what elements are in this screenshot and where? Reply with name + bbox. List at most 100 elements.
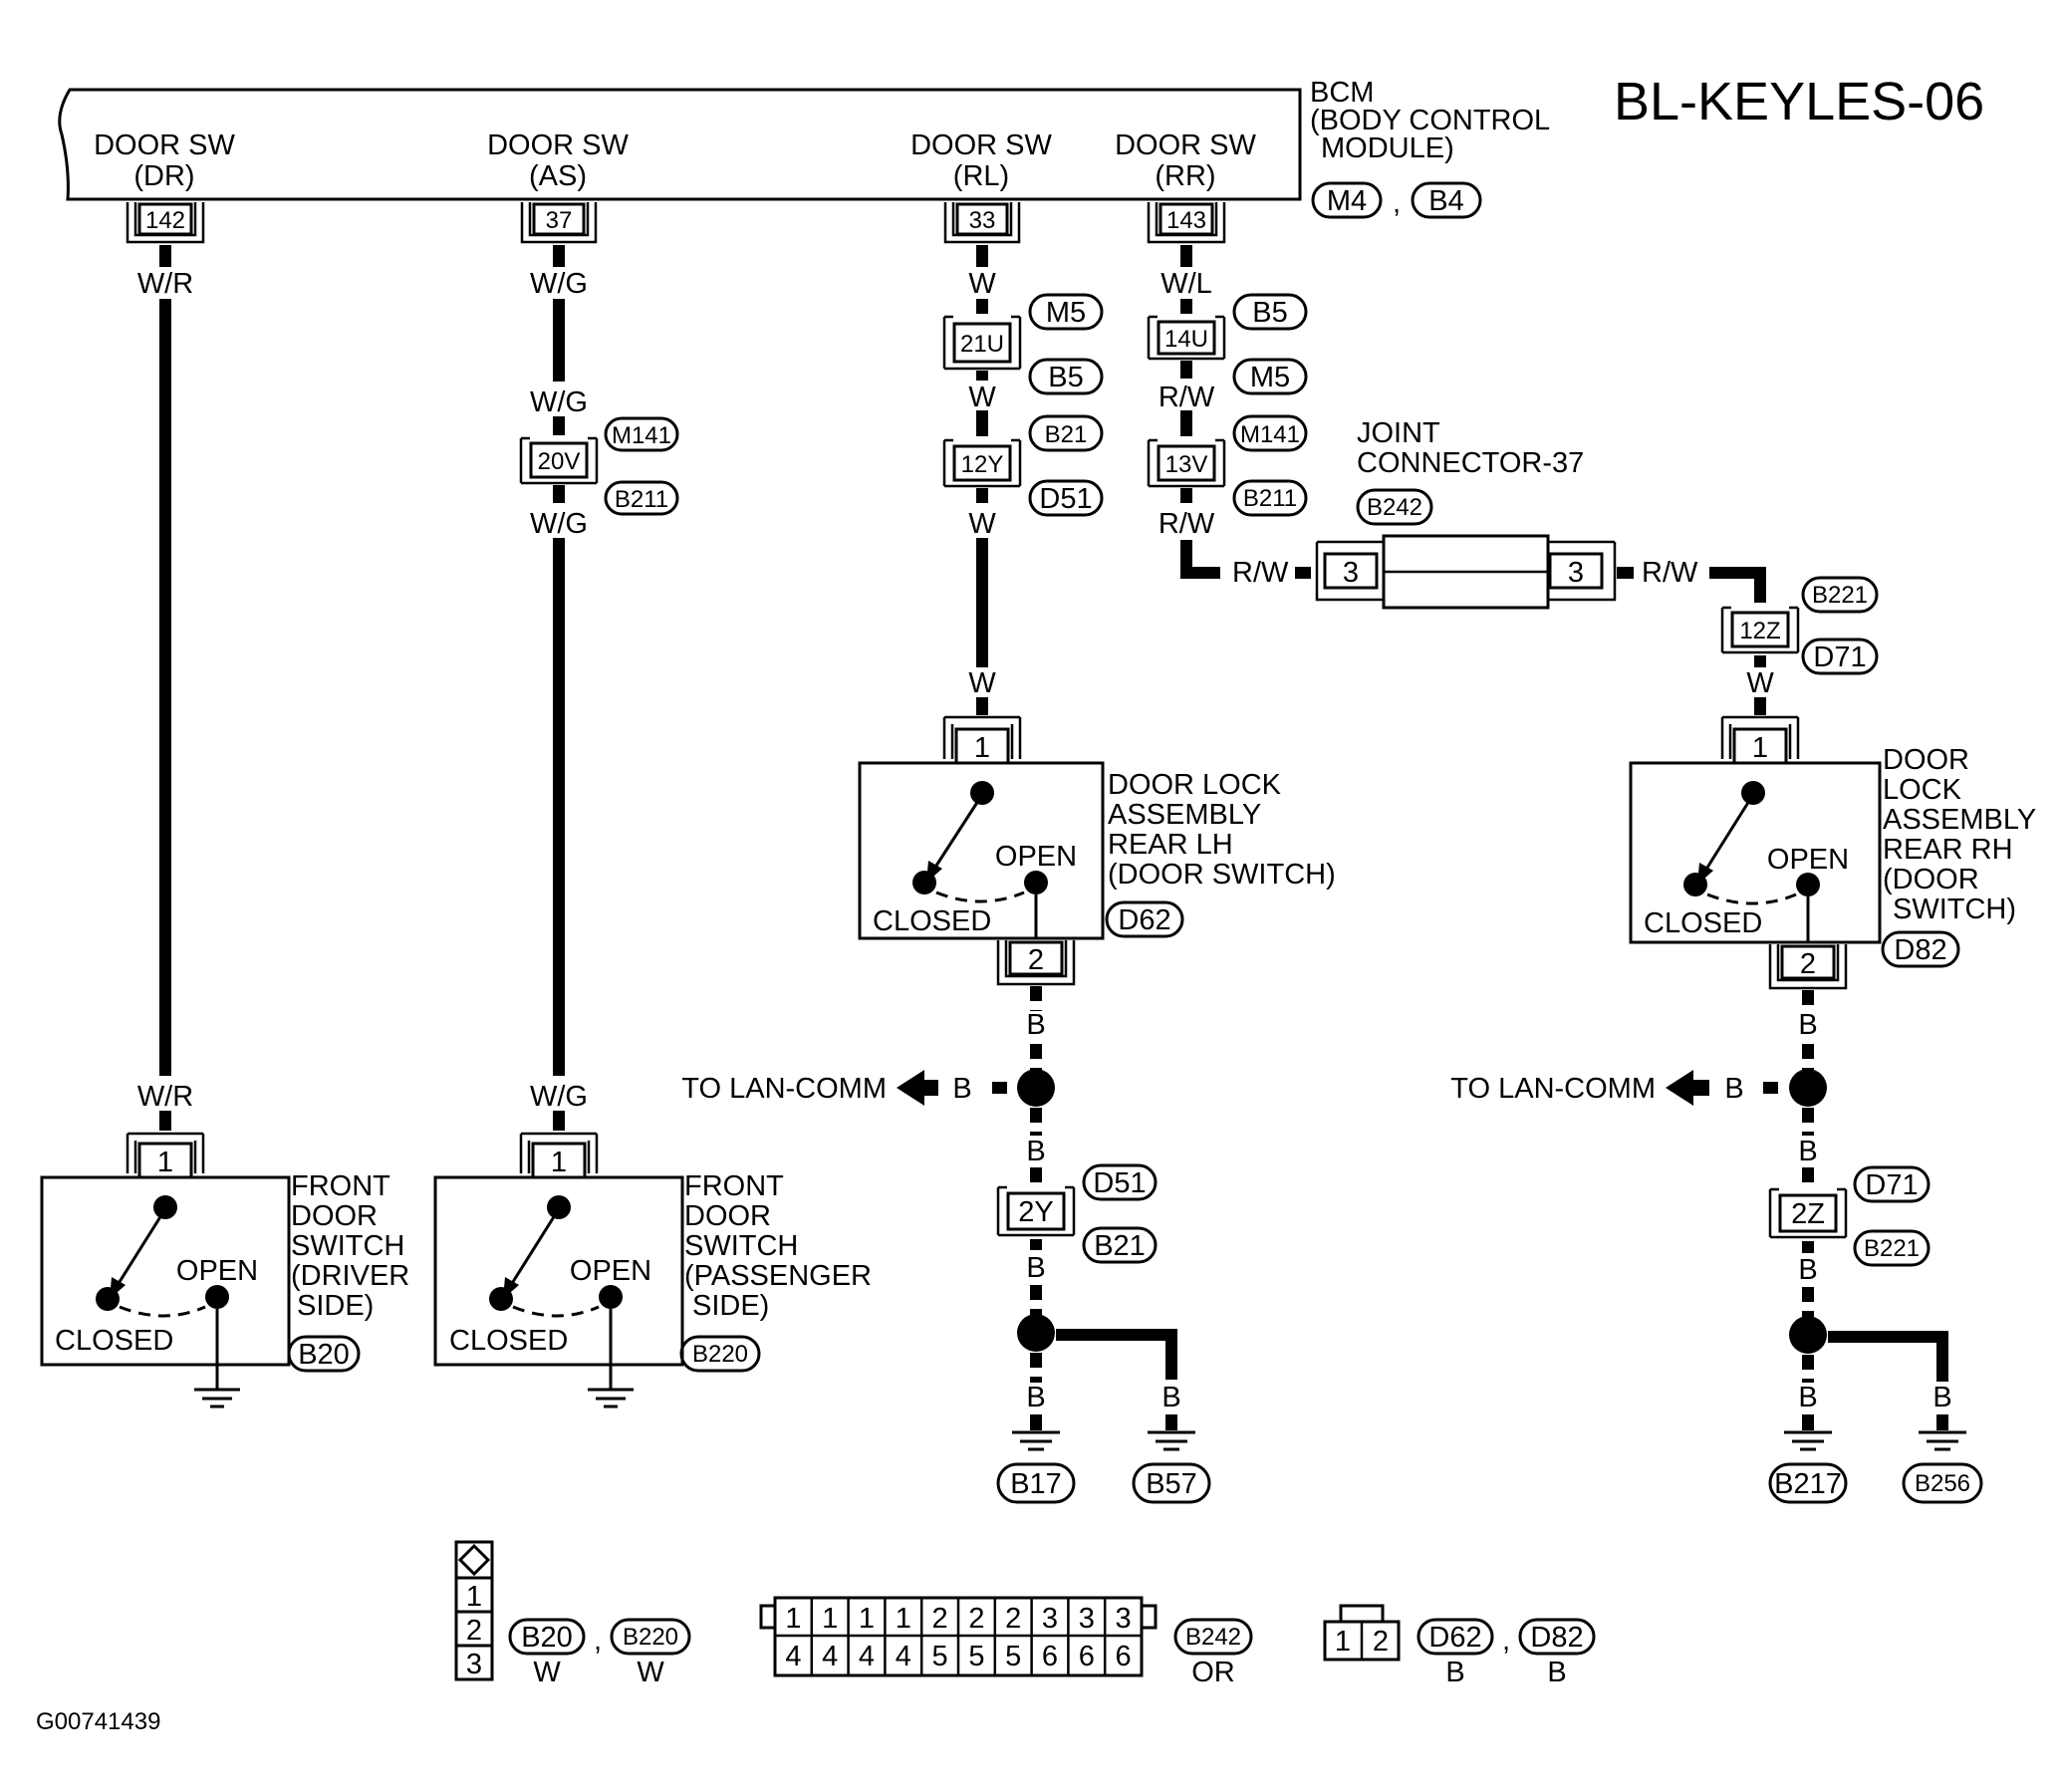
bcm-input-dr: DOOR SW	[94, 129, 235, 161]
svg-text:REAR LH: REAR LH	[1108, 829, 1233, 861]
wire-color-as-4: W/G	[530, 1081, 588, 1113]
wire-color-rl-3: W	[968, 508, 996, 540]
svg-text:DOOR LOCK: DOOR LOCK	[1108, 769, 1282, 801]
front-door-switch-passenger: 1 OPEN CLOSED FRONT DOOR SWITCH (PASSENG…	[433, 1132, 872, 1408]
wire-color-dr-lower: W/R	[137, 1081, 193, 1113]
svg-text:B: B	[1026, 1382, 1045, 1413]
svg-text:1: 1	[157, 1147, 173, 1178]
svg-text:(PASSENGER: (PASSENGER	[684, 1260, 872, 1292]
svg-text:2: 2	[1373, 1626, 1389, 1658]
door-lock-assembly-rear-lh: 1 OPEN CLOSED DOOR LOCK ASSEMBLY REAR LH…	[858, 715, 1336, 986]
svg-text:B: B	[1445, 1657, 1464, 1688]
wire-rl: W W W W	[968, 245, 996, 715]
joint-label-2: CONNECTOR-37	[1357, 447, 1584, 479]
svg-text:DOOR: DOOR	[1883, 744, 1969, 776]
svg-text:W: W	[637, 1657, 664, 1688]
svg-text:OPEN: OPEN	[995, 841, 1077, 873]
conn20-pin-bottom: 5	[1005, 1641, 1021, 1672]
svg-text:2Z: 2Z	[1791, 1198, 1825, 1230]
wire-color-rl: W	[968, 268, 996, 300]
svg-text:37: 37	[546, 207, 573, 234]
svg-text:143: 143	[1166, 207, 1206, 234]
conn20-pin-top: 2	[932, 1603, 948, 1635]
conn20-pin-bottom: 6	[1079, 1641, 1095, 1672]
svg-text:M5: M5	[1046, 297, 1086, 329]
wire-color-rr-3: R/W	[1232, 557, 1289, 589]
inline-connector-2z: 2Z D71 B221	[1768, 1165, 1931, 1267]
svg-text:DOOR: DOOR	[684, 1200, 771, 1232]
inline-connector-12y: 12Y B21 D51	[942, 414, 1104, 517]
bcm-input-as: DOOR SW	[487, 129, 629, 161]
svg-text:B: B	[1932, 1382, 1951, 1413]
svg-text:SWITCH): SWITCH)	[1893, 894, 2016, 925]
svg-text:SIDE): SIDE)	[297, 1290, 374, 1322]
bcm-pin-37: 37	[520, 202, 598, 244]
wire-rr-lower: W	[1746, 655, 1774, 715]
svg-text:B256: B256	[1915, 1470, 1970, 1497]
conn20-pin-top: 2	[1005, 1603, 1021, 1635]
svg-text:OPEN: OPEN	[1767, 844, 1849, 876]
joint-connector-37: JOINT CONNECTOR-37 B242 3 3 R/W	[1315, 417, 1766, 610]
conn20-pin-bottom: 4	[896, 1641, 911, 1672]
svg-text:M5: M5	[1250, 362, 1290, 393]
conn20-pin-bottom: 6	[1116, 1641, 1132, 1672]
svg-text:(DOOR SWITCH): (DOOR SWITCH)	[1108, 859, 1336, 891]
svg-text:B220: B220	[692, 1341, 748, 1368]
svg-text:CLOSED: CLOSED	[55, 1325, 173, 1357]
svg-text:B217: B217	[1774, 1468, 1842, 1500]
conn20-pin-top: 1	[859, 1603, 875, 1635]
svg-text:B221: B221	[1812, 582, 1868, 609]
wire-color-rr-5: W	[1746, 667, 1774, 699]
conn20-pin-top: 1	[896, 1603, 911, 1635]
svg-text:CLOSED: CLOSED	[449, 1325, 568, 1357]
wire-as: W/G W/G W/G W/G	[530, 245, 588, 1131]
svg-text:21U: 21U	[960, 331, 1004, 358]
wire-rr: W/L R/W R/W R/W	[1159, 245, 1311, 589]
ground-lower-rear-lh: B B B B17 B57	[996, 1239, 1211, 1504]
bcm-label-3: MODULE)	[1321, 132, 1454, 164]
svg-text:B: B	[1798, 1382, 1817, 1413]
wire-color-dr: W/R	[137, 268, 193, 300]
svg-text:W: W	[533, 1657, 561, 1688]
conn20-pin-bottom: 5	[932, 1641, 948, 1672]
svg-text:B: B	[1026, 1136, 1045, 1167]
svg-text:D71: D71	[1813, 641, 1866, 673]
svg-text:B57: B57	[1146, 1468, 1197, 1500]
svg-text:2: 2	[1800, 948, 1816, 980]
svg-text:D82: D82	[1530, 1622, 1583, 1654]
svg-text:OPEN: OPEN	[176, 1255, 258, 1287]
svg-text:DOOR: DOOR	[291, 1200, 378, 1232]
svg-text:FRONT: FRONT	[291, 1170, 390, 1202]
bcm-input-dr-id: (DR)	[133, 160, 194, 192]
svg-text:D51: D51	[1093, 1167, 1146, 1199]
inline-connector-2y: 2Y D51 B21	[996, 1163, 1158, 1264]
svg-text:B: B	[1026, 1252, 1045, 1284]
svg-text:B20: B20	[298, 1339, 350, 1371]
to-lan-comm-rh: TO LAN-COMM	[1450, 1073, 1656, 1105]
svg-text:1: 1	[974, 732, 990, 764]
bcm-input-rl-id: (RL)	[953, 160, 1009, 192]
wire-color-as-2: W/G	[530, 386, 588, 418]
svg-text:13V: 13V	[1165, 451, 1208, 478]
ground-lower-rear-rh: B B B B217 B256	[1768, 1241, 1983, 1504]
svg-text:2Y: 2Y	[1018, 1196, 1053, 1228]
svg-text:OPEN: OPEN	[570, 1255, 651, 1287]
svg-text:B21: B21	[1045, 421, 1088, 448]
conn20-pin-top: 3	[1116, 1603, 1132, 1635]
conn20-pin-top: 2	[968, 1603, 984, 1635]
conn20-pin-bottom: 4	[859, 1641, 875, 1672]
inline-connector-12z: 12Z B221 D71	[1720, 576, 1879, 675]
conn20-pin-top: 1	[785, 1603, 801, 1635]
svg-text:B220: B220	[623, 1624, 678, 1651]
bcm-label: BCM	[1310, 77, 1374, 109]
door-lock-assembly-rear-rh: 1 OPEN CLOSED DOOR LOCK ASSEMBLY REAR RH…	[1629, 715, 2036, 990]
svg-text:33: 33	[969, 207, 996, 234]
wire-color-rr: R/W	[1159, 382, 1215, 413]
svg-text:M141: M141	[612, 422, 671, 449]
wire-color-as: W/G	[530, 268, 588, 300]
conn20-pin-top: 3	[1042, 1603, 1058, 1635]
svg-text:SWITCH: SWITCH	[291, 1230, 404, 1262]
legend-connector-3pin: 1 2 3 B20 , B220 W W	[454, 1540, 691, 1688]
conn20-pin-bottom: 5	[968, 1641, 984, 1672]
